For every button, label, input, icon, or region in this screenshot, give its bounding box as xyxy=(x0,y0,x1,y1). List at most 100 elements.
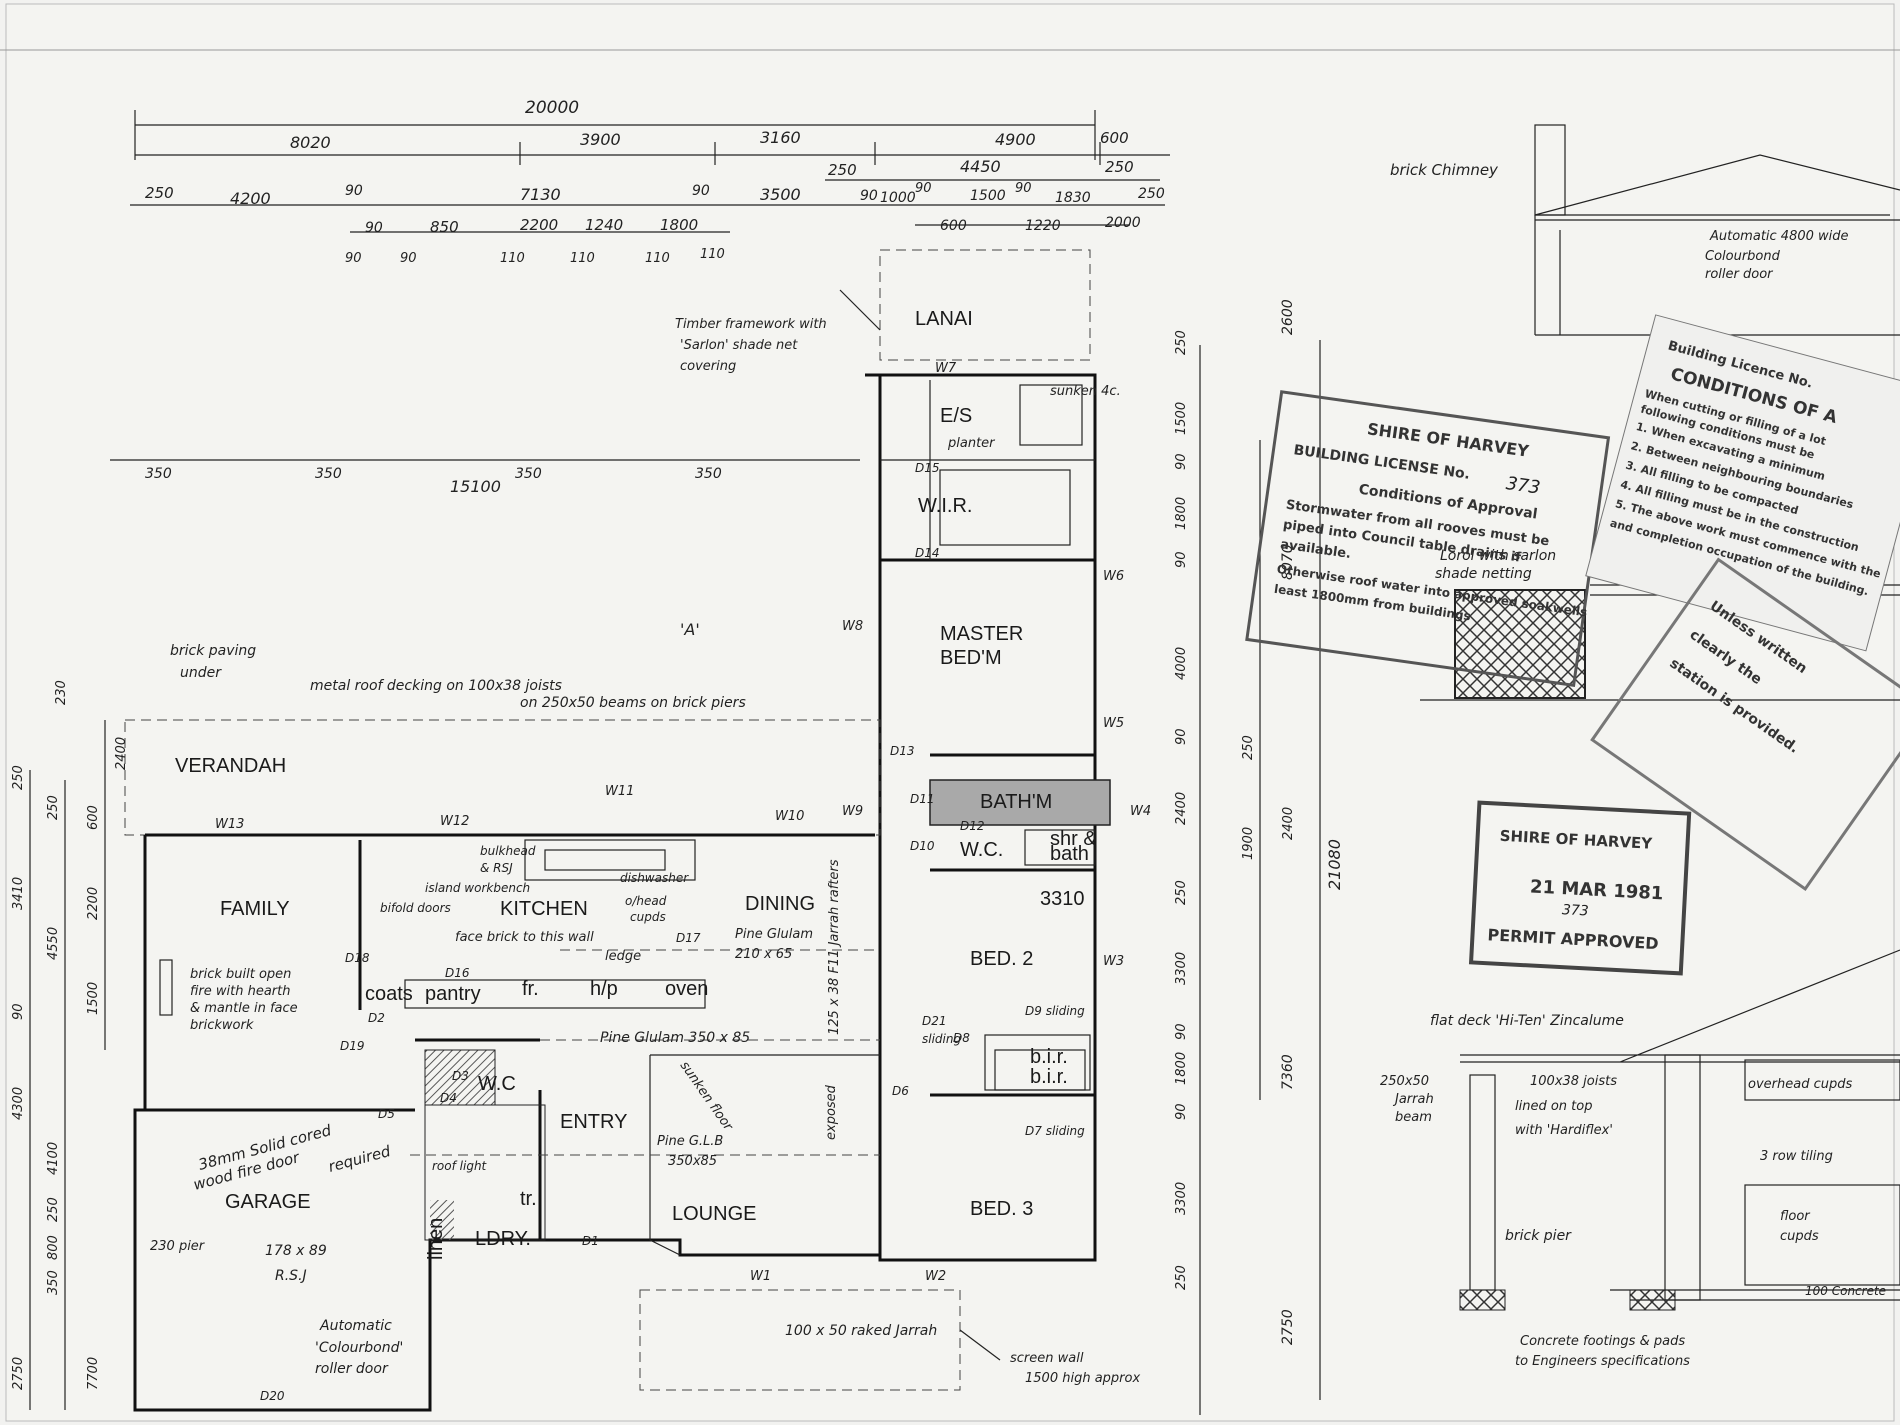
note-rsj: & RSJ xyxy=(480,861,513,875)
label-w10: W10 xyxy=(775,809,804,824)
label-d5: D5 xyxy=(378,1107,395,1121)
note-face-brick: face brick to this wall xyxy=(455,930,594,945)
note-hardiflex: with 'Hardiflex' xyxy=(1515,1123,1613,1138)
dim-row4-4: 1800 xyxy=(660,216,698,234)
dim-r1-13: 3300 xyxy=(1174,1182,1189,1215)
note-planter: planter xyxy=(947,436,996,451)
note-metal-roof: metal roof decking on 100x38 joists xyxy=(310,678,562,694)
dim-row2-2: 250 xyxy=(1105,158,1134,176)
label-d10: D10 xyxy=(910,839,935,853)
label-w8: W8 xyxy=(842,619,863,634)
dim-row3-2: 90 xyxy=(345,183,363,199)
permit-no: 373 xyxy=(1562,902,1590,919)
note-colourbond2: Colourbond xyxy=(1705,249,1781,264)
note-joists: 100x38 joists xyxy=(1530,1074,1617,1089)
label-w2: W2 xyxy=(925,1269,946,1284)
dim-r1-1: 1500 xyxy=(1174,402,1189,435)
note-d7: D7 sliding xyxy=(1025,1124,1085,1138)
floor-plan-walls xyxy=(124,249,1111,1412)
dim-row1-0: 8020 xyxy=(290,133,331,152)
note-jarrah: 125 x 38 F11 Jarrah rafters xyxy=(827,859,842,1035)
note-lined: lined on top xyxy=(1515,1099,1592,1114)
note-cupds: cupds xyxy=(630,910,666,924)
note-pine-glb: Pine G.L.B xyxy=(657,1134,723,1149)
room-dining: DINING xyxy=(745,893,815,915)
note-glb-size: 350x85 xyxy=(668,1154,717,1169)
dim-l-11: 250 xyxy=(46,1197,61,1222)
dim-r1-0: 250 xyxy=(1174,330,1189,355)
dim-r1-11: 1800 xyxy=(1174,1052,1189,1085)
dim-row3-5: 3500 xyxy=(760,185,801,204)
dim-l-3: 90 xyxy=(11,1003,26,1020)
dim-mid-1: 350 xyxy=(315,466,342,482)
room-garage: GARAGE xyxy=(225,1191,311,1213)
top-dimensions: 20000 8020 3900 3160 4900 600 250 4450 2… xyxy=(110,98,1170,496)
label-w5: W5 xyxy=(1103,716,1124,731)
label-tr: tr. xyxy=(520,1188,537,1210)
dim-row4-7: 2000 xyxy=(1105,215,1141,231)
dim-r2-7: 2750 xyxy=(1280,1309,1296,1345)
label-w4: W4 xyxy=(1130,804,1151,819)
label-pantry: pantry xyxy=(425,983,481,1005)
note-auto-4800: Automatic 4800 wide xyxy=(1709,229,1849,244)
label-d3: D3 xyxy=(452,1069,469,1083)
dim-l-14: 2750 xyxy=(11,1357,26,1390)
label-d17: D17 xyxy=(676,931,701,945)
dim-row4-0: 90 xyxy=(365,220,383,236)
label-d13: D13 xyxy=(890,744,915,758)
elevation-sketch: brick Chimney Automatic 4800 wide Colour… xyxy=(1390,124,1900,701)
dim-total: 20000 xyxy=(525,98,579,118)
label-d6: D6 xyxy=(892,1084,909,1098)
dim-r1-10: 90 xyxy=(1174,1023,1189,1040)
dim-l-13: 350 xyxy=(46,1270,61,1295)
label-bath-small: bath xyxy=(1050,843,1089,865)
label-w9: W9 xyxy=(842,804,863,819)
label-d19: D19 xyxy=(340,1039,365,1053)
note-exposed: exposed xyxy=(824,1084,839,1140)
dim-l-4: 1500 xyxy=(86,982,101,1015)
note-brick-paving: brick paving xyxy=(170,643,256,659)
dim-r2-4: 2400 xyxy=(1281,807,1296,840)
note-bulkhead: bulkhead xyxy=(480,844,536,858)
note-floor: floor xyxy=(1780,1209,1811,1224)
dim-l-2: 4550 xyxy=(46,927,61,960)
note-mantle: & mantle in face xyxy=(190,1001,298,1016)
dim-l-10: 4100 xyxy=(46,1142,61,1175)
note-cupds2: cupds xyxy=(1780,1229,1819,1244)
dim-row4b-3: 110 xyxy=(570,251,595,266)
left-dimensions: 250 3410 4550 90 1500 2200 2400 600 250 … xyxy=(11,680,129,1410)
dim-row1-4: 600 xyxy=(1100,129,1129,147)
label-fr: fr. xyxy=(522,978,539,1000)
dim-row4b-2: 110 xyxy=(500,251,525,266)
dim-r2-5: 21080 xyxy=(1325,839,1344,890)
dim-row4b-0: 90 xyxy=(345,251,362,266)
note-shade: shade netting xyxy=(1435,566,1532,582)
note-lorol: Lorol with sarlon xyxy=(1440,548,1556,564)
room-ldry: LDRY. xyxy=(475,1228,531,1250)
dim-r2-2: 250 xyxy=(1241,735,1256,760)
note-beam: beam xyxy=(1395,1110,1432,1125)
label-room-width: 3310 xyxy=(1040,888,1085,910)
note-beams: on 250x50 beams on brick piers xyxy=(520,695,746,711)
label-d14: D14 xyxy=(915,546,940,560)
dim-r2-0: 2600 xyxy=(1280,299,1296,335)
dim-l-16: 230 xyxy=(54,680,69,705)
note-roller2: roller door xyxy=(1705,267,1774,282)
note-ohead: o/head xyxy=(625,894,667,908)
note-brickwork: brickwork xyxy=(190,1018,254,1033)
dim-row4-5: 600 xyxy=(940,218,967,234)
dim-r1-7: 2400 xyxy=(1174,792,1189,825)
dim-row4-3: 1240 xyxy=(585,216,623,234)
dim-row4b-4: 110 xyxy=(645,251,670,266)
room-wir: W.I.R. xyxy=(918,495,972,517)
room-entry: ENTRY xyxy=(560,1111,627,1133)
note-timber: Timber framework with xyxy=(675,317,827,332)
dim-l-15: 7700 xyxy=(86,1357,101,1390)
label-d2: D2 xyxy=(368,1011,385,1025)
label-d11: D11 xyxy=(910,792,935,806)
note-chimney: brick Chimney xyxy=(1390,161,1499,179)
dim-r1-2: 90 xyxy=(1174,453,1189,470)
note-flat-deck: flat deck 'Hi-Ten' Zincalume xyxy=(1430,1013,1624,1029)
note-ledge: ledge xyxy=(605,949,641,964)
dim-r1-6: 90 xyxy=(1174,728,1189,745)
